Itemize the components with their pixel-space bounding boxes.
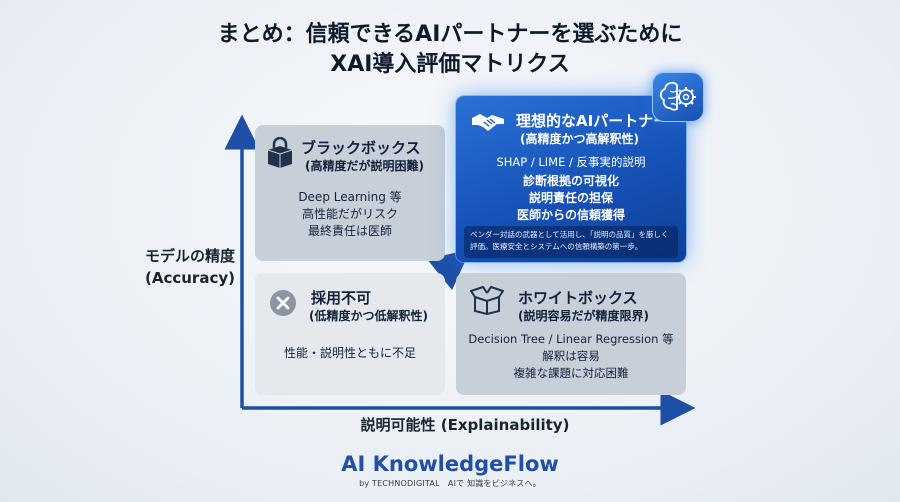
ideal-point: 診断根拠の可視化	[522, 174, 619, 188]
ideal-points: 診断根拠の可視化 説明責任の担保 医師からの信頼獲得	[456, 173, 686, 224]
unacceptable-title: 採用不可	[311, 289, 372, 307]
black-box-line: Deep Learning 等	[298, 190, 402, 204]
x-axis-label: 説明可能性 (Explainability)	[360, 416, 570, 434]
ideal-point: 説明責任の担保	[528, 191, 613, 205]
handshake-icon	[472, 114, 504, 131]
black-box-line: 高性能だがリスク	[301, 207, 398, 221]
ideal-method: SHAP / LIME / 反事実的説明	[496, 155, 646, 169]
title-line-1: まとめ：信頼できるAIパートナーを選ぶために	[217, 22, 683, 47]
quadrant-unacceptable: 採用不可 (低精度かつ低解釈性) 性能・説明性ともに不足	[255, 273, 445, 395]
white-box-line: Decision Tree / Linear Regression 等	[468, 332, 674, 346]
y-axis-label-main: モデルの精度	[144, 247, 235, 265]
ideal-note: ベンダー対話の武器として活用し、「説明の品質」を厳しく評価。医療安全とシステムへ…	[464, 226, 678, 258]
ideal-subtitle: (高精度かつ高解釈性)	[520, 132, 639, 146]
x-circle-icon	[270, 290, 296, 316]
y-axis-label: モデルの精度 (Accuracy)	[140, 245, 240, 289]
brain-gear-badge	[652, 72, 704, 122]
quadrant-black-box: ブラックボックス (高精度だが説明困難) Deep Learning 等 高性能…	[255, 125, 445, 261]
open-box-icon	[470, 285, 504, 315]
brand-logo: AI KnowledgeFlow	[341, 452, 559, 476]
white-box-line: 解釈は容易	[542, 349, 600, 363]
unacceptable-subtitle: (低精度かつ低解釈性)	[309, 309, 428, 323]
quadrant-ideal: 理想的なAIパートナー (高精度かつ高解釈性) SHAP / LIME / 反事…	[456, 96, 686, 262]
black-box-line: 最終責任は医師	[307, 224, 392, 238]
quadrant-white-box: ホワイトボックス (説明容易だが精度限界) Decision Tree / Li…	[456, 273, 686, 395]
unacceptable-line: 性能・説明性ともに不足	[283, 346, 416, 360]
brain-gear-icon	[659, 81, 696, 111]
black-box-subtitle: (高精度だが説明困難)	[305, 159, 424, 173]
title-line-2: XAI導入評価マトリクス	[330, 52, 570, 77]
lock-box-icon	[267, 137, 293, 168]
black-box-title: ブラックボックス	[301, 139, 421, 157]
y-axis-label-sub: (Accuracy)	[145, 269, 235, 287]
white-box-line: 複雑な課題に対応困難	[513, 366, 629, 380]
unacceptable-description: 性能・説明性ともに不足	[255, 345, 445, 362]
ideal-title: 理想的なAIパートナー	[516, 112, 669, 130]
brand-tagline: by TECHNODIGITAL AIで 知識をビジネスへ。	[359, 479, 541, 488]
white-box-description: Decision Tree / Linear Regression 等 解釈は容…	[456, 331, 686, 382]
black-box-description: Deep Learning 等 高性能だがリスク 最終責任は医師	[255, 189, 445, 240]
ideal-point: 医師からの信頼獲得	[516, 208, 625, 222]
page-title: まとめ：信頼できるAIパートナーを選ぶために XAI導入評価マトリクス	[0, 20, 900, 80]
white-box-subtitle: (説明容易だが精度限界)	[518, 309, 649, 323]
white-box-title: ホワイトボックス	[518, 289, 638, 307]
